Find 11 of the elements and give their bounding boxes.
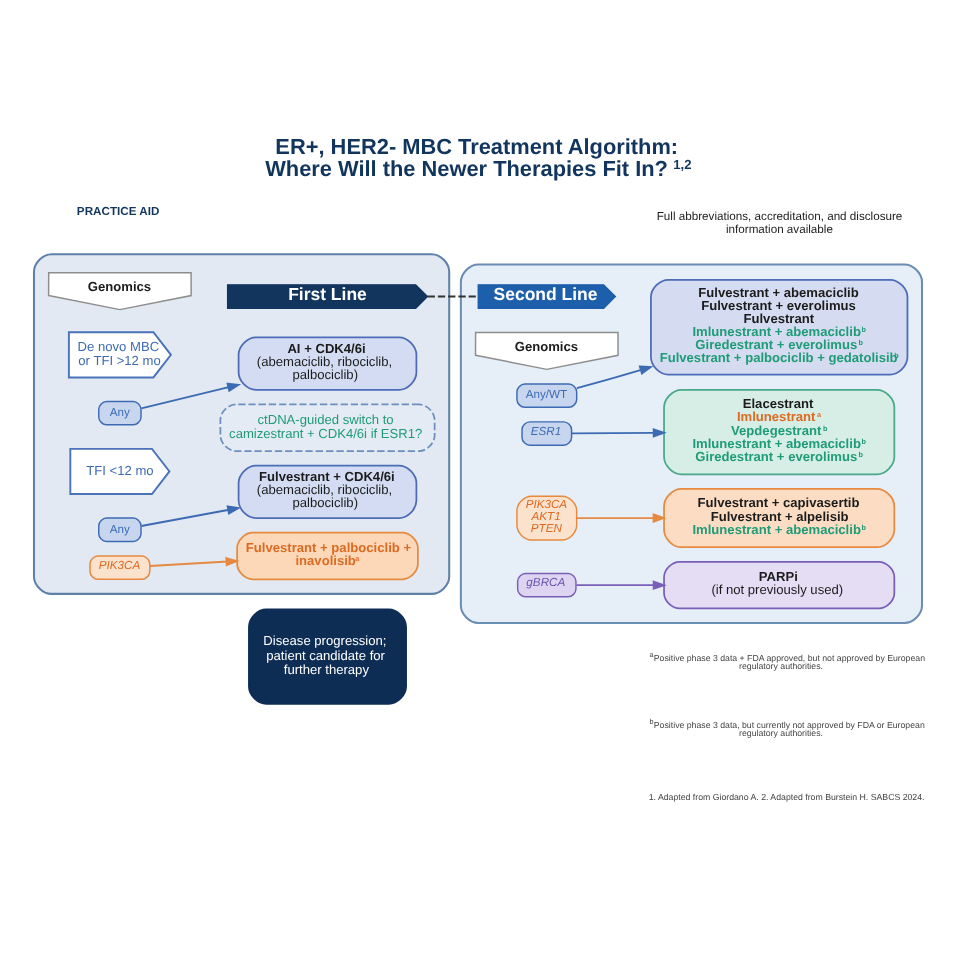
arrow <box>140 505 242 527</box>
arrow <box>140 382 242 410</box>
arrow <box>575 580 667 591</box>
cluster <box>459 263 924 625</box>
arrow <box>575 365 654 390</box>
connector <box>426 295 479 298</box>
diagram-title: ER+, HER2- MBC Treatment Algorithm: Where Will the Newer Therapies Fit In?$^{1,2}$ <box>265 135 692 182</box>
cluster <box>32 253 451 595</box>
arrow <box>575 513 667 523</box>
arrow <box>571 427 667 438</box>
arrow <box>148 556 240 567</box>
